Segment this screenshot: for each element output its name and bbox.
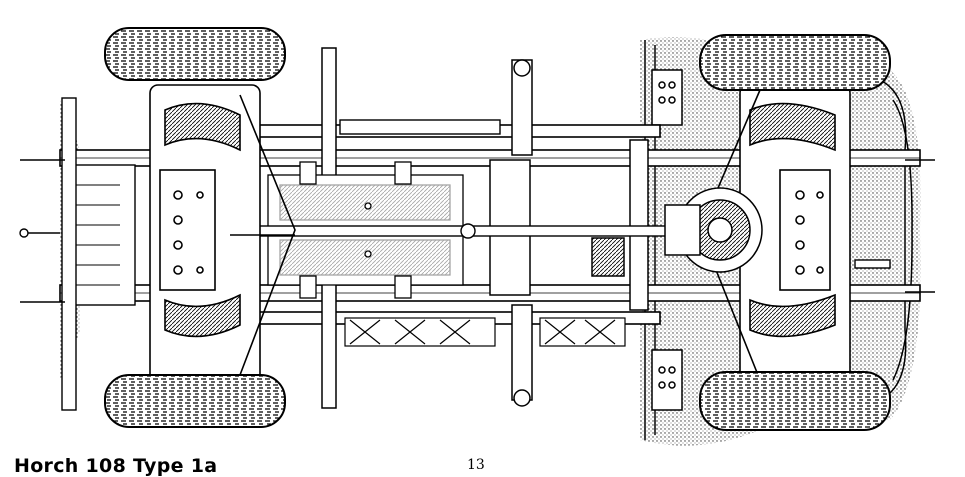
- underbody-braces: [344, 317, 626, 347]
- front-suspension: [149, 84, 296, 386]
- wheel-front-right: [104, 374, 286, 428]
- figure-caption: Horch 108 Type 1a: [14, 455, 218, 477]
- differential: [591, 187, 763, 277]
- rear-outriggers: [854, 159, 935, 293]
- wheel-rear-right: [699, 371, 891, 431]
- wheel-front-left: [104, 27, 286, 81]
- page-number: 13: [467, 457, 485, 473]
- wheel-rear-left: [699, 34, 891, 91]
- front-plate: [19, 97, 136, 411]
- rear-body-outline: [644, 40, 913, 440]
